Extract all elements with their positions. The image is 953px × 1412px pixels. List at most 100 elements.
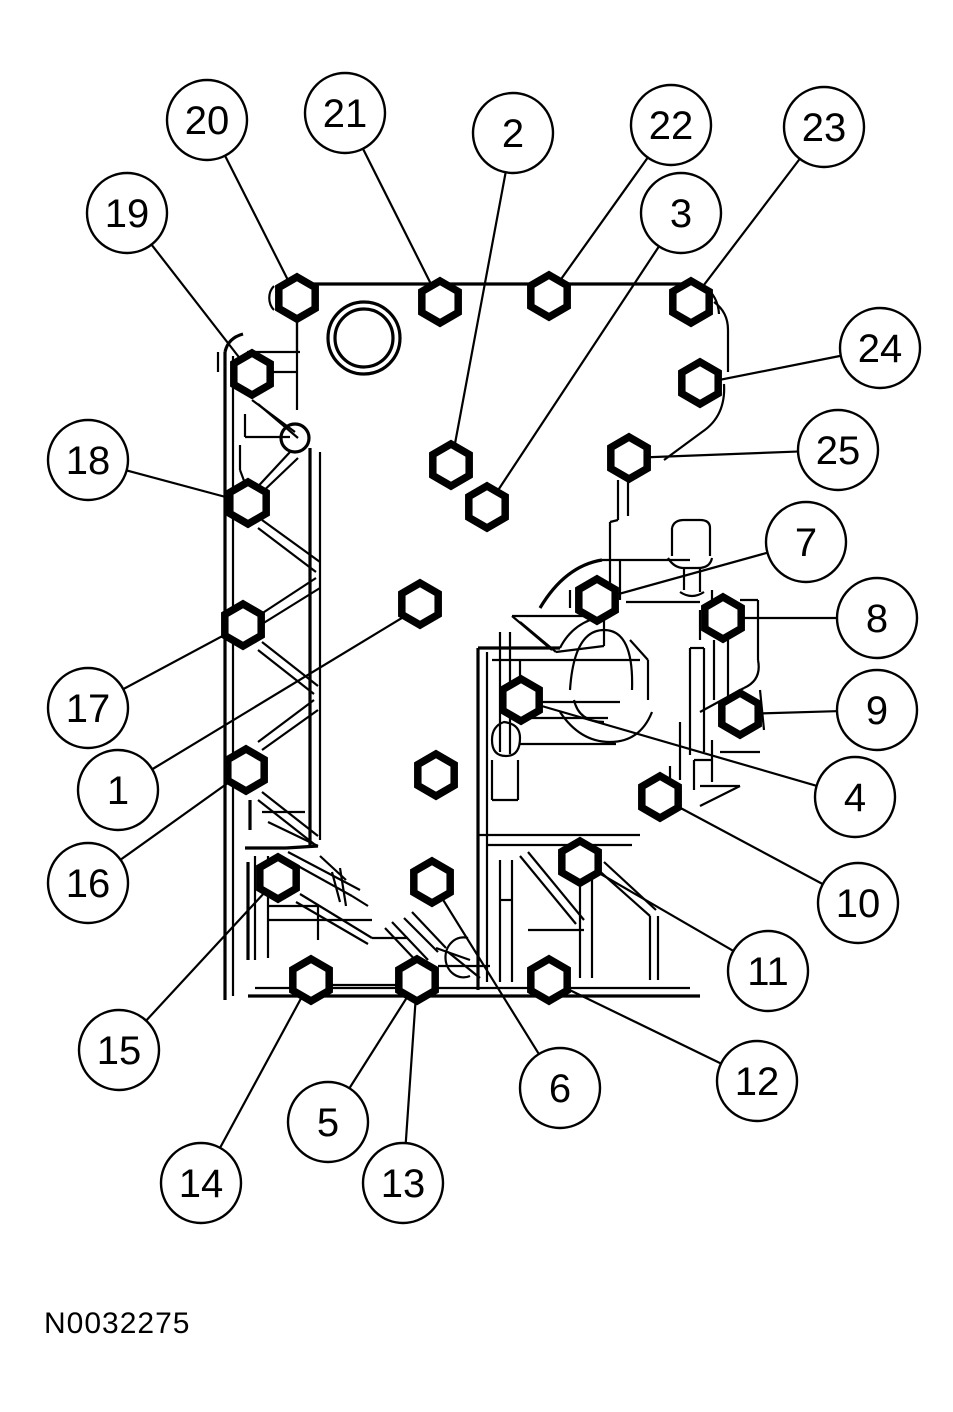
leader-line-7	[595, 551, 768, 602]
callout-1[interactable]: 1	[76, 748, 160, 832]
callout-label-11: 11	[747, 950, 789, 994]
callout-label-6: 6	[549, 1067, 571, 1111]
hex-bolt-icon-2	[429, 439, 473, 491]
callout-21[interactable]: 21	[303, 71, 387, 155]
callout-label-25: 25	[816, 429, 861, 473]
leader-line-23	[689, 158, 801, 304]
callout-25[interactable]: 25	[796, 408, 880, 492]
callout-14[interactable]: 14	[159, 1141, 243, 1225]
callout-label-9: 9	[866, 689, 888, 733]
hex-bolt-icon-25	[607, 432, 651, 484]
callout-3[interactable]: 3	[639, 171, 723, 255]
callout-circle-21	[303, 71, 387, 155]
bore-ring-inner	[333, 307, 395, 369]
callout-circle-22	[629, 83, 713, 167]
hex-bolt-icon-14	[289, 954, 333, 1006]
fastener-group	[221, 270, 762, 1006]
callout-4[interactable]: 4	[813, 755, 897, 839]
callout-circle-20	[165, 78, 249, 162]
leader-line-12	[547, 978, 722, 1065]
hex-bolt-icon-20	[275, 272, 319, 324]
callout-13[interactable]: 13	[361, 1141, 445, 1225]
hex-bolt-icon-8	[701, 592, 745, 644]
callout-16[interactable]: 16	[46, 841, 130, 925]
hex-bolt-icon-15	[256, 852, 300, 904]
callout-20[interactable]: 20	[165, 78, 249, 162]
callout-8[interactable]: 8	[835, 576, 919, 660]
callout-label-10: 10	[836, 882, 881, 926]
pivot-boss	[279, 422, 311, 454]
callout-circle-15	[77, 1008, 161, 1092]
hex-bolt-icon-7	[575, 574, 619, 626]
callout-18[interactable]: 18	[46, 418, 130, 502]
leader-line-24	[702, 354, 841, 385]
callout-11[interactable]: 11	[726, 929, 810, 1013]
callout-label-19: 19	[105, 192, 150, 236]
callout-circle-11	[726, 929, 810, 1013]
hex-bolt-icon-22	[527, 270, 571, 322]
callout-19[interactable]: 19	[85, 171, 169, 255]
leader-line-16	[120, 768, 248, 861]
hex-bolt-icon-13	[395, 954, 439, 1006]
callout-15[interactable]: 15	[77, 1008, 161, 1092]
hex-bolt-icon-21	[418, 276, 462, 328]
hex-bolt-icon-3	[465, 481, 509, 533]
callout-circle-9	[835, 668, 919, 752]
callout-label-23: 23	[802, 106, 847, 150]
callout-circle-3	[639, 171, 723, 255]
callout-5[interactable]: 5	[286, 1080, 370, 1164]
callout-label-20: 20	[185, 99, 230, 143]
callout-9[interactable]: 9	[835, 668, 919, 752]
callout-circle-1	[76, 748, 160, 832]
hex-bolt-icon-19	[230, 348, 274, 400]
callout-2[interactable]: 2	[471, 91, 555, 175]
callout-24[interactable]: 24	[838, 306, 922, 390]
leader-line-3	[485, 246, 660, 509]
callout-circle-14	[159, 1141, 243, 1225]
callout-17[interactable]: 17	[46, 666, 130, 750]
hex-bolt-icon-18	[226, 477, 270, 529]
leader-line-13	[404, 978, 419, 1144]
hex-bolt-icon-16	[224, 744, 268, 796]
hex-bolt-icon-11	[558, 836, 602, 888]
leader-line-19	[151, 244, 254, 376]
callout-circle-17	[46, 666, 130, 750]
callout-circle-24	[838, 306, 922, 390]
leader-line-20	[224, 155, 299, 300]
leader-line-25	[627, 450, 799, 460]
callout-circle-8	[835, 576, 919, 660]
callout-circle-10	[816, 861, 900, 945]
callout-6[interactable]: 6	[518, 1046, 602, 1130]
callout-label-5: 5	[317, 1101, 339, 1145]
callout-22[interactable]: 22	[629, 83, 713, 167]
callout-circle-16	[46, 841, 130, 925]
callout-label-3: 3	[670, 192, 692, 236]
callout-label-16: 16	[66, 862, 111, 906]
callout-circle-25	[796, 408, 880, 492]
leader-line-2	[449, 172, 507, 467]
callout-23[interactable]: 23	[782, 85, 866, 169]
leader-line-6	[430, 880, 540, 1055]
hex-bolt-icon-5	[414, 749, 458, 801]
callout-circle-7	[764, 500, 848, 584]
leader-line-21	[362, 148, 442, 304]
callout-circle-5	[286, 1080, 370, 1164]
callout-circle-19	[85, 171, 169, 255]
hex-bolt-icon-17	[221, 599, 265, 651]
callout-10[interactable]: 10	[816, 861, 900, 945]
callout-label-24: 24	[858, 327, 903, 371]
leader-line-22	[547, 157, 649, 298]
hex-bolt-icon-6	[410, 856, 454, 908]
callout-label-2: 2	[502, 112, 524, 156]
callout-7[interactable]: 7	[764, 500, 848, 584]
callout-label-12: 12	[735, 1060, 780, 1104]
callout-label-17: 17	[66, 687, 111, 731]
hex-bolt-icon-4	[499, 674, 543, 726]
callout-label-21: 21	[323, 92, 368, 136]
callout-12[interactable]: 12	[715, 1039, 799, 1123]
hex-bolt-icon-1	[398, 578, 442, 630]
leader-line-4	[519, 698, 817, 787]
hex-bolt-icon-24	[678, 357, 722, 409]
